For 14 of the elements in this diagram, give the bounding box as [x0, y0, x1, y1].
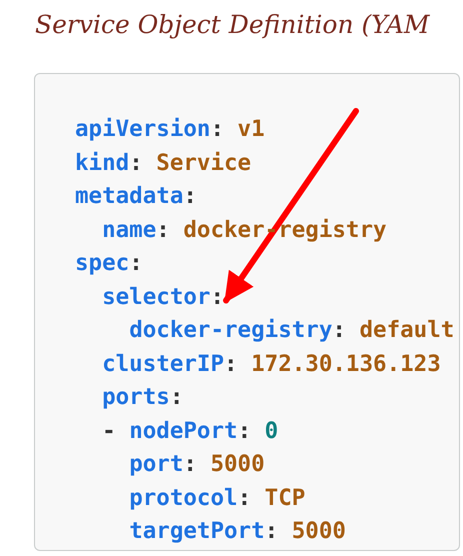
code-line: clusterIP: 172.30.136.123 [102, 350, 441, 378]
code-line: protocol: TCP [129, 484, 306, 512]
code-line: metadata: [75, 182, 197, 211]
code-line: spec: [75, 249, 143, 278]
code-line: docker-registry: default [129, 316, 454, 345]
code-panel [34, 73, 460, 551]
heading: Service Object Definition (YAM [35, 10, 430, 39]
code-line: apiVersion: v1 [75, 115, 265, 144]
code-line: ports: [102, 383, 184, 412]
code-line: kind: Service [75, 148, 252, 178]
code-line: selector: [102, 282, 224, 312]
code-line: port: 5000 [129, 450, 265, 479]
code-line: targetPort: 5000 [129, 517, 346, 546]
code-line: - nodePort: 0 [102, 416, 278, 446]
